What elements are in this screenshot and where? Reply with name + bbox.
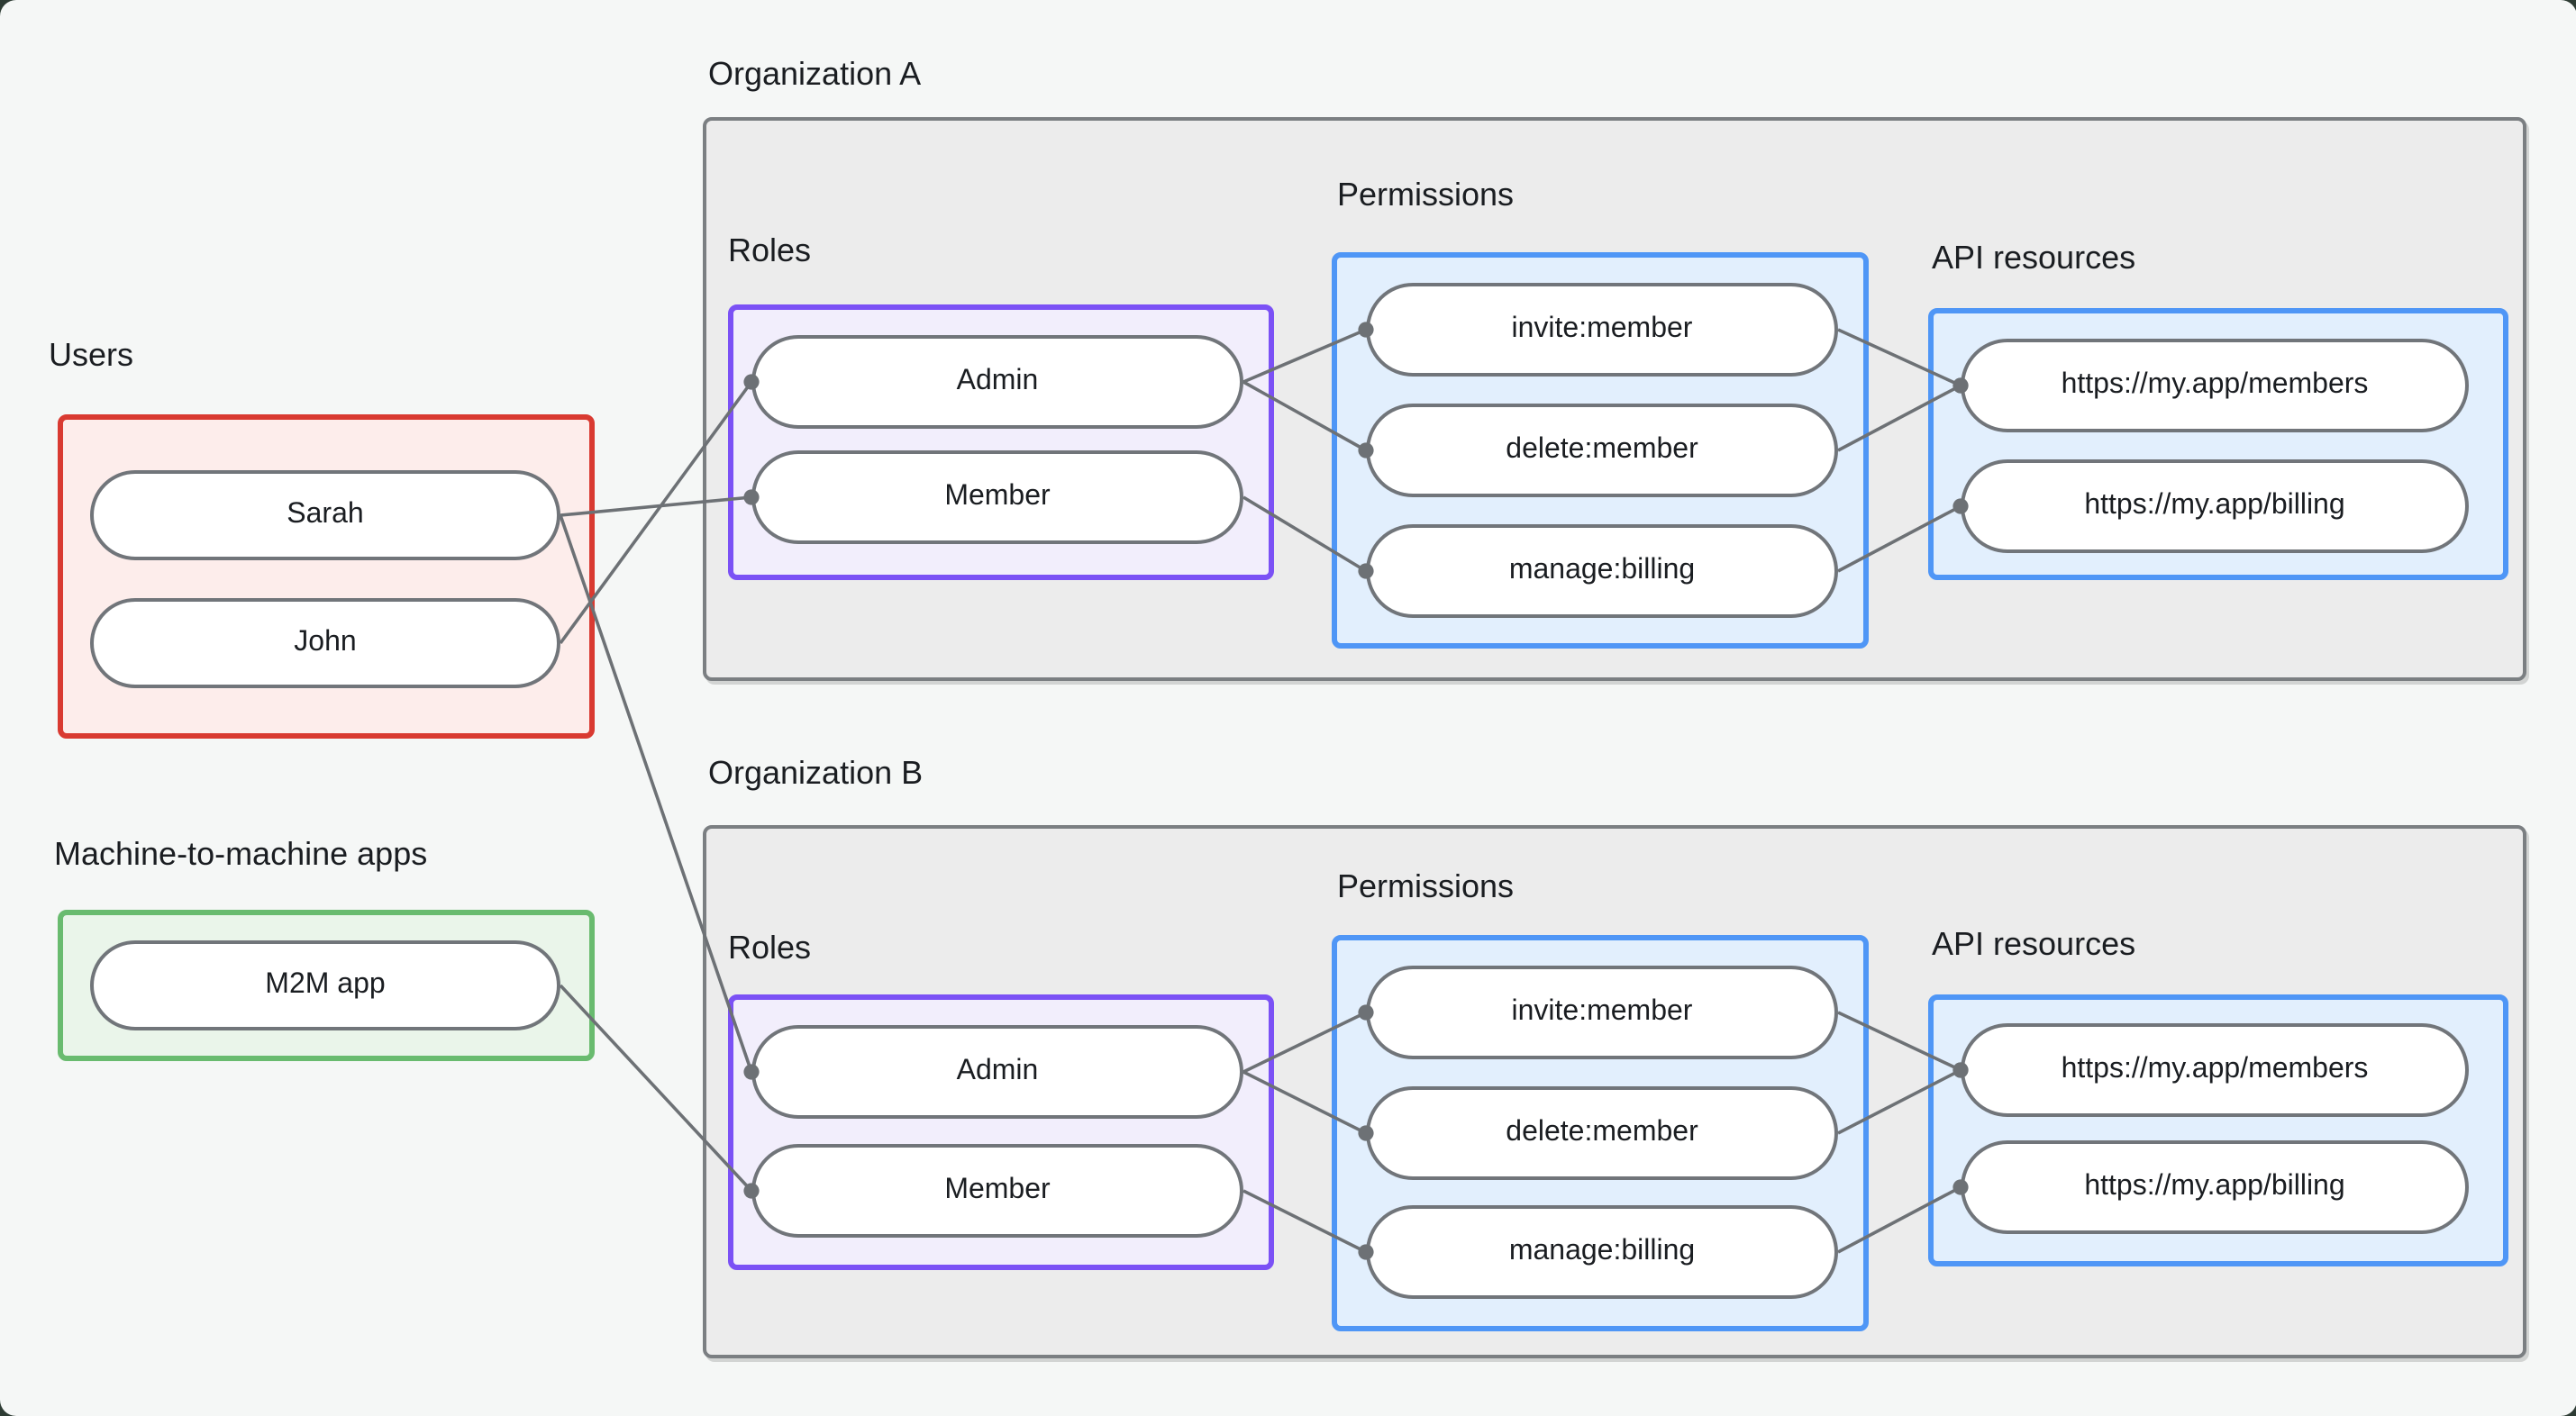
org-a-roles-title: Roles [728,232,812,268]
node-org-a-api-members: https://my.app/members [1961,339,2469,432]
node-user-john: John [90,598,560,688]
users-group-box [58,414,595,739]
org-b-roles-title: Roles [728,930,812,966]
org-a-permissions-title: Permissions [1337,177,1515,213]
org-a-api-resources-title: API resources [1932,240,2136,276]
node-org-b-role-admin: Admin [751,1025,1243,1119]
node-org-b-perm-manage-billing: manage:billing [1366,1205,1838,1299]
node-org-a-api-billing: https://my.app/billing [1961,459,2469,553]
org-b-title: Organization B [708,755,924,791]
node-org-b-api-members: https://my.app/members [1961,1023,2469,1117]
node-user-sarah: Sarah [90,470,560,560]
node-org-b-api-billing: https://my.app/billing [1961,1140,2469,1234]
org-b-permissions-title: Permissions [1337,868,1515,904]
node-org-b-perm-delete-member: delete:member [1366,1086,1838,1180]
node-org-a-perm-manage-billing: manage:billing [1366,524,1838,618]
node-org-a-perm-invite-member: invite:member [1366,283,1838,377]
org-b-api-resources-title: API resources [1932,926,2136,962]
node-org-a-role-admin: Admin [751,335,1243,429]
node-org-b-perm-invite-member: invite:member [1366,966,1838,1059]
node-org-a-role-member: Member [751,450,1243,544]
users-group-title: Users [49,337,134,373]
org-a-title: Organization A [708,56,922,92]
node-org-b-role-member: Member [751,1144,1243,1238]
node-org-a-perm-delete-member: delete:member [1366,404,1838,497]
node-m2m-app: M2M app [90,940,560,1030]
m2m-group-title: Machine-to-machine apps [54,836,428,872]
